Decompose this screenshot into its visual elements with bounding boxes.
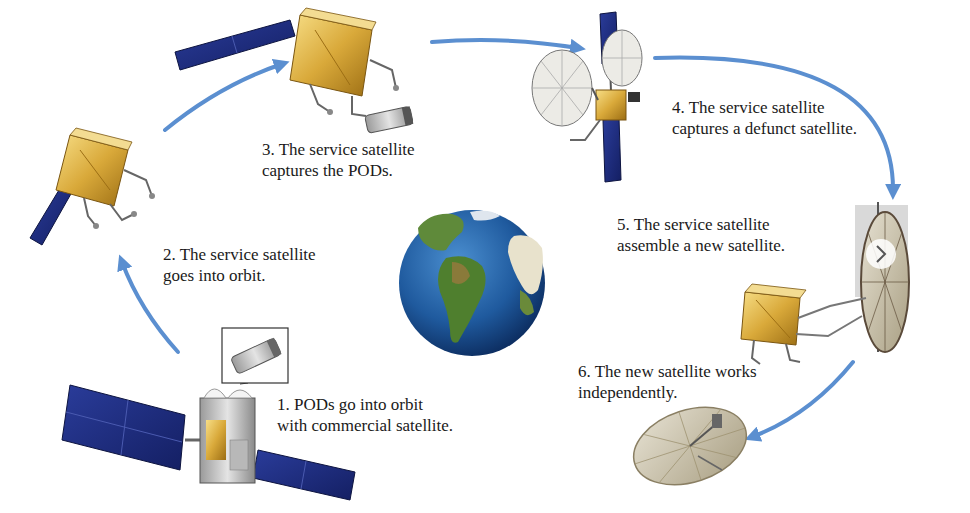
commercial-satellite-part <box>200 398 255 483</box>
cycle-arrows-part <box>165 64 282 130</box>
commercial-satellite-part <box>222 328 288 383</box>
service-satellite-capture-part <box>175 20 295 70</box>
service-satellite-capture-part <box>327 109 333 115</box>
earth-globe-part <box>399 210 545 356</box>
service-satellite-part <box>124 170 152 196</box>
earth-globe-part <box>452 262 470 284</box>
assembly-scene-part <box>861 212 909 352</box>
service-satellite-part <box>80 150 110 190</box>
assembly-scene-part <box>752 340 760 364</box>
commercial-satellite-part-part <box>230 338 281 375</box>
service-satellite-part <box>93 223 99 229</box>
defunct-satellite-capture-part <box>532 50 592 126</box>
service-satellite-capture-part <box>300 8 376 30</box>
commercial-satellite-part-part <box>267 338 282 358</box>
commercial-satellite-part <box>66 412 182 442</box>
assembly-scene-part <box>866 239 896 269</box>
service-satellite <box>30 128 155 245</box>
new-satellite <box>624 394 757 498</box>
service-satellite-part <box>131 211 137 217</box>
cycle-arrows-part <box>752 362 853 437</box>
service-satellite-capture-part <box>352 96 366 116</box>
step-label: 4. The service satellite captures a defu… <box>672 97 870 140</box>
commercial-satellite-part <box>228 390 252 398</box>
service-satellite-capture-part-part <box>402 106 414 125</box>
step-label: 2. The service satellite goes into orbit… <box>163 244 335 287</box>
defunct-satellite-capture-part <box>603 118 621 182</box>
defunct-satellite-capture-part <box>592 88 598 100</box>
defunct-satellite-capture-part <box>596 90 626 120</box>
service-satellite-part <box>84 198 96 226</box>
assembly-scene-part <box>877 246 885 262</box>
service-satellite-capture-part-part <box>365 106 414 133</box>
new-satellite-part-part <box>624 394 757 498</box>
earth-globe-part <box>438 256 486 343</box>
commercial-satellite-part <box>230 440 248 470</box>
earth-globe-part <box>520 290 534 315</box>
earth-globe-part <box>508 235 543 294</box>
new-satellite-part <box>698 456 722 470</box>
service-satellite-part <box>149 193 155 199</box>
earth-globe <box>399 210 545 356</box>
step-label: 3. The service satellite captures the PO… <box>262 139 432 182</box>
service-satellite-capture-part <box>232 36 237 53</box>
commercial-satellite-part <box>204 389 226 398</box>
assembly-scene-part <box>798 298 866 318</box>
new-satellite-part-part <box>624 394 757 498</box>
new-satellite-part <box>624 394 757 498</box>
defunct-satellite-capture-part <box>602 30 642 86</box>
assembly-scene-part <box>786 344 800 362</box>
earth-globe-part <box>470 211 500 221</box>
cycle-arrows-part <box>432 40 578 48</box>
commercial-satellite-part <box>185 439 200 442</box>
service-satellite-capture-part <box>370 60 396 88</box>
defunct-satellite-capture <box>532 12 642 182</box>
service-satellite-part <box>110 204 134 220</box>
service-satellite-capture-part <box>393 85 399 91</box>
service-satellite-capture <box>175 8 413 133</box>
earth-globe-part <box>418 214 464 251</box>
commercial-satellite-part <box>62 385 185 470</box>
service-satellite-part <box>70 128 132 150</box>
commercial-satellite-part <box>230 338 281 375</box>
commercial-satellite-part <box>253 450 355 500</box>
service-satellite-part <box>30 185 72 245</box>
commercial-satellite-part <box>206 420 226 460</box>
defunct-satellite-capture-part <box>628 92 640 102</box>
defunct-satellite-capture-part <box>570 120 600 140</box>
assembly-scene-part <box>756 300 790 338</box>
step-label: 1. PODs go into orbit with commercial sa… <box>277 394 455 437</box>
new-satellite-part <box>712 414 722 428</box>
step-label: 6. The new satellite works independently… <box>578 361 768 404</box>
assembly-scene-part <box>861 212 909 352</box>
assembly-scene-part <box>741 292 800 345</box>
cycle-arrows-part <box>655 58 893 192</box>
assembly-scene-part <box>745 284 806 298</box>
service-satellite-capture-part <box>315 30 350 85</box>
defunct-satellite-capture-part <box>532 50 592 126</box>
commercial-satellite-part <box>301 461 306 489</box>
defunct-satellite-capture-part <box>602 30 642 86</box>
service-satellite-capture-part <box>310 84 330 112</box>
step-label: 5. The service satellite assemble a new … <box>617 214 797 257</box>
assembly-scene-part <box>796 316 862 336</box>
cycle-arrows <box>122 40 893 437</box>
service-satellite-capture-part <box>365 106 414 133</box>
